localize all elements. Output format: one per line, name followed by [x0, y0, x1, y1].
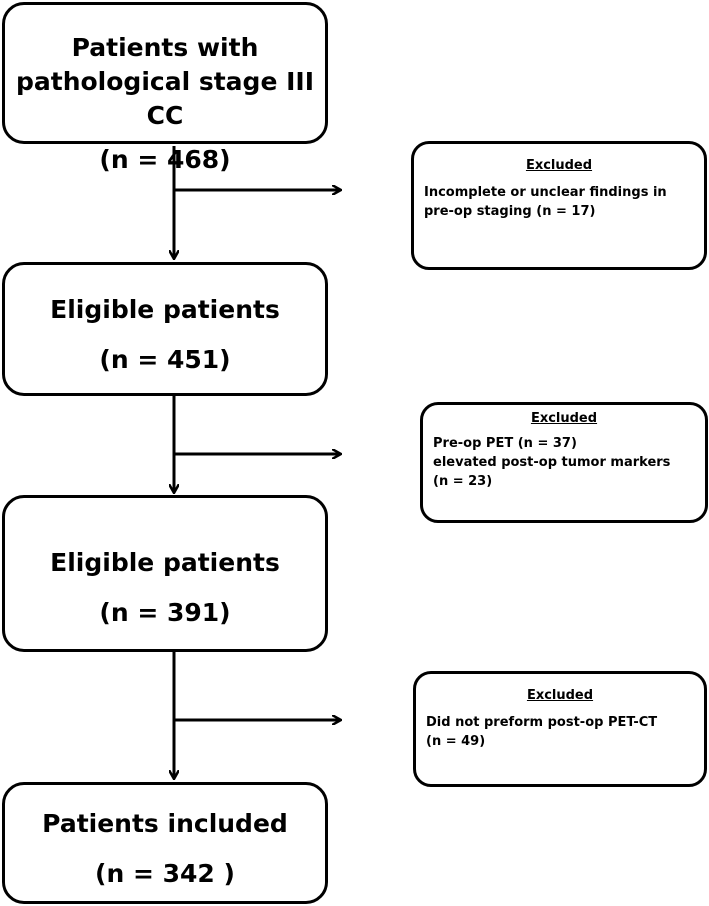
excluded-box-3: Excluded Did not preform post-op PET-CT … [413, 671, 707, 787]
excluded-2-line-2: elevated post-op tumor markers [433, 455, 671, 470]
excluded-box-1: Excluded Incomplete or unclear findings … [411, 141, 707, 270]
box-1-line-1: Patients with [71, 33, 259, 62]
box-4-count: (n = 342 ) [95, 859, 235, 888]
excluded-2-title: Excluded [530, 411, 598, 426]
box-3-line-1: Eligible patients [50, 548, 280, 577]
excluded-1-title: Excluded [525, 158, 593, 173]
box-1-line-2: pathological stage III CC [15, 67, 315, 130]
box-4-line-1: Patients included [42, 809, 288, 838]
excluded-3-line-2: (n = 49) [426, 734, 486, 749]
box-eligible-451: Eligible patients (n = 451) [2, 262, 328, 396]
box-2-line-1: Eligible patients [50, 295, 280, 324]
excluded-3-line-1: Did not preform post-op PET-CT [426, 715, 658, 730]
box-2-count: (n = 451) [99, 345, 231, 374]
excluded-2-line-1: Pre-op PET (n = 37) [433, 436, 577, 451]
excluded-1-line-2: pre-op staging (n = 17) [424, 204, 596, 219]
box-patients-stage-iii: Patients with pathological stage III CC … [2, 2, 328, 174]
box-patients-included: Patients included (n = 342 ) [2, 782, 328, 904]
excluded-box-2: Excluded Pre-op PET (n = 37) elevated po… [420, 402, 708, 523]
box-eligible-391: Eligible patients (n = 391) [2, 495, 328, 652]
box-1-count: (n = 468) [99, 145, 231, 174]
box-3-count: (n = 391) [99, 598, 231, 627]
excluded-3-title: Excluded [526, 688, 594, 703]
excluded-1-line-1: Incomplete or unclear findings in [424, 185, 667, 200]
excluded-2-line-3: (n = 23) [433, 474, 493, 489]
